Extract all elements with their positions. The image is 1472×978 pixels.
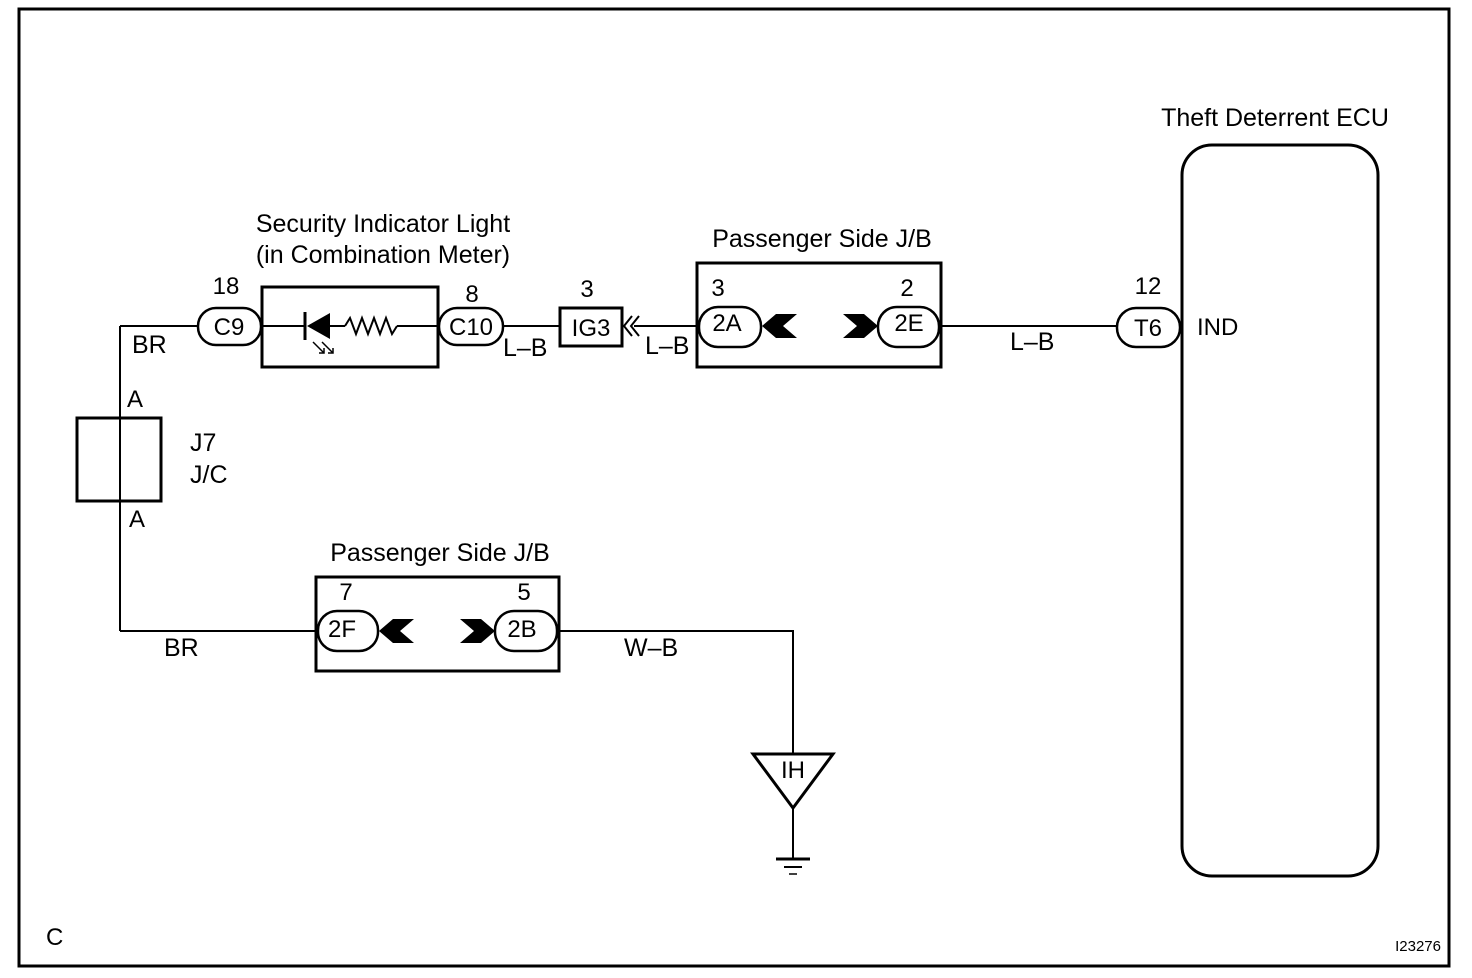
indicator-title-line1: Security Indicator Light <box>256 210 510 238</box>
wire-label-lb-to-ecu: L–B <box>1010 328 1054 356</box>
indicator-title-line2: (in Combination Meter) <box>256 241 510 269</box>
passenger-side-jb-lower: Passenger Side J/B 7 5 2F 2B <box>314 539 561 673</box>
jb-lower-left-arrow-icon <box>379 619 414 643</box>
ecu-terminal: IND <box>1197 314 1238 341</box>
wire-label-lb-after-c10: L–B <box>503 334 547 362</box>
t6-label: T6 <box>1134 315 1162 342</box>
c9-pin: 18 <box>213 273 240 300</box>
junction-terminal-bottom: A <box>129 506 145 533</box>
c10-pin: 8 <box>465 281 478 308</box>
jb-lower-left-pin: 7 <box>339 579 352 606</box>
connector-t6: 12 T6 <box>1115 273 1182 349</box>
wire-label-br-upper: BR <box>132 331 167 359</box>
passenger-side-jb-upper: Passenger Side J/B 3 2 2A 2E <box>695 225 943 369</box>
wires <box>119 325 1182 858</box>
connector-c9: 18 C9 <box>196 273 263 347</box>
jb-lower-title: Passenger Side J/B <box>330 539 550 567</box>
junction-name: J7 <box>190 429 216 457</box>
corner-letter: C <box>46 924 63 951</box>
outer-frame <box>17 7 1451 968</box>
theft-deterrent-ecu: Theft Deterrent ECU IND <box>1161 104 1389 878</box>
ig3-label: IG3 <box>572 315 611 342</box>
jb-upper-title: Passenger Side J/B <box>712 225 932 253</box>
ecu-title: Theft Deterrent ECU <box>1161 104 1389 132</box>
jb-upper-left-pin: 3 <box>711 275 724 302</box>
jb-upper-left-arrow-icon <box>762 314 797 338</box>
ground-ih: IH <box>750 752 836 875</box>
jb-lower-right-connector: 2B <box>507 616 536 643</box>
t6-pin: 12 <box>1135 273 1162 300</box>
c9-label: C9 <box>214 314 245 341</box>
ground-label: IH <box>781 757 805 784</box>
resistor-icon <box>344 315 398 337</box>
wire-label-wb-ground: W–B <box>624 634 678 662</box>
junction-terminal-top: A <box>127 386 143 413</box>
connector-ig3: 3 IG3 <box>558 276 640 348</box>
wire-labels: BR BR L–B L–B L–B W–B <box>132 328 1054 662</box>
connector-c10: 8 C10 <box>437 281 505 347</box>
jb-lower-right-arrow-icon <box>460 619 495 643</box>
junction-type: J/C <box>190 461 228 489</box>
junction-connector-j7: A A J7 J/C <box>75 386 228 533</box>
wire-label-br-lower: BR <box>164 634 199 662</box>
figure-id: I23276 <box>1395 938 1441 955</box>
wire-label-lb-after-ig3: L–B <box>645 332 689 360</box>
jb-upper-right-arrow-icon <box>843 314 878 338</box>
jb-upper-right-connector: 2E <box>894 310 923 337</box>
jb-lower-right-pin: 5 <box>517 579 530 606</box>
c10-label: C10 <box>449 314 493 341</box>
ig3-pin: 3 <box>580 276 593 303</box>
jb-upper-left-connector: 2A <box>712 310 741 337</box>
jb-upper-right-pin: 2 <box>900 275 913 302</box>
led-icon <box>307 313 330 339</box>
jb-lower-left-connector: 2F <box>328 616 356 643</box>
